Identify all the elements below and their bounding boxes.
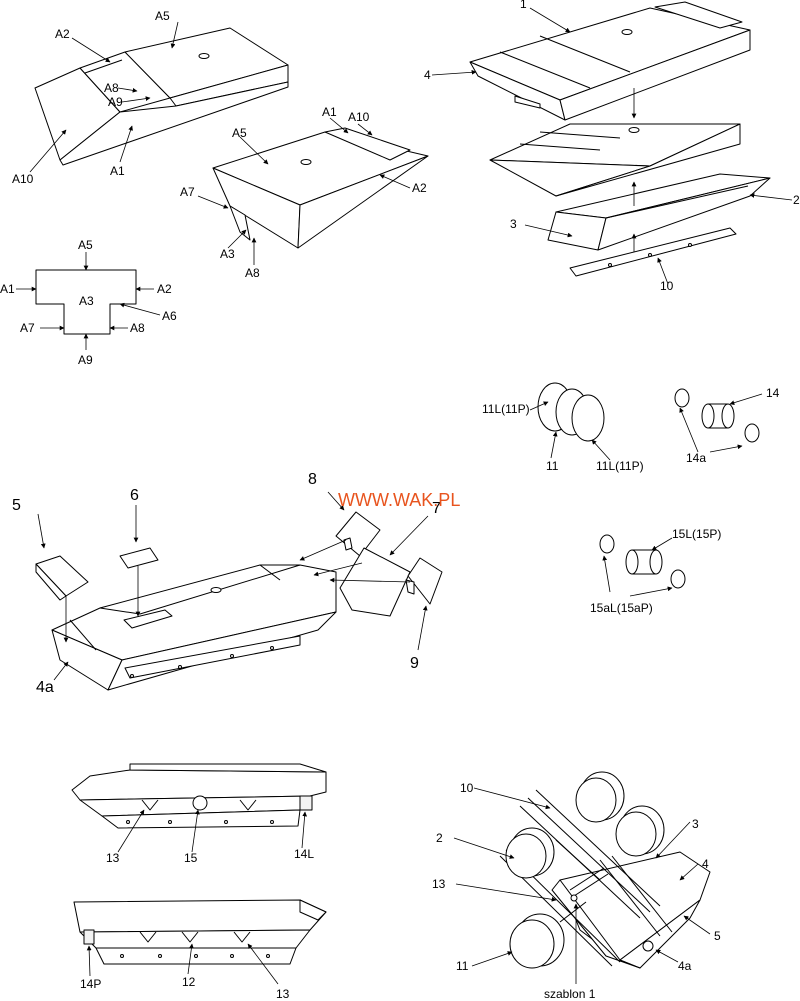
label-10: 10 — [660, 279, 674, 293]
label-A5: A5 — [155, 9, 170, 23]
roller-15: 15L(15P) 15aL(15aP) — [590, 527, 721, 615]
label-A5-template: A5 — [78, 238, 93, 252]
label-1: 1 — [520, 0, 527, 11]
label-7: 7 — [432, 500, 441, 517]
label-6: 6 — [130, 487, 139, 504]
watermark-text: WWW.WAK.PL — [338, 490, 460, 510]
label-A1-template: A1 — [0, 282, 15, 296]
label-A7-rear: A7 — [180, 185, 195, 199]
label-A3-template: A3 — [79, 294, 94, 308]
label-A5-rear: A5 — [232, 126, 247, 140]
label-A2-template: A2 — [157, 282, 172, 296]
label-3-underside: 3 — [692, 817, 699, 831]
label-14L: 14L — [294, 847, 314, 861]
label-12: 12 — [182, 975, 196, 989]
label-2-underside: 2 — [436, 831, 443, 845]
label-15L-15P: 15L(15P) — [672, 527, 721, 541]
label-szablon-1: szablon 1 — [544, 987, 596, 1001]
roller-14: 14 14a — [674, 386, 780, 465]
label-15aL-15aP: 15aL(15aP) — [590, 601, 653, 615]
label-8: 8 — [308, 471, 317, 488]
label-4a-underside: 4a — [678, 959, 692, 973]
label-5: 5 — [12, 497, 21, 514]
underside-assembly-view: 10 3 2 4 13 5 11 4a szablon 1 — [432, 771, 721, 1001]
label-A10-rear: A10 — [348, 110, 370, 124]
label-4-underside: 4 — [702, 857, 709, 871]
label-A6-template: A6 — [162, 309, 177, 323]
label-14: 14 — [766, 386, 780, 400]
label-A9-template: A9 — [78, 353, 93, 367]
label-3: 3 — [510, 217, 517, 231]
label-9: 9 — [410, 655, 419, 672]
label-A1: A1 — [110, 164, 125, 178]
hull-rear-part-view: A1 A10 A5 A7 A3 A8 A2 — [180, 105, 429, 280]
label-A3-rear: A3 — [220, 247, 235, 261]
mid-hull-assembly: 5 6 8 7 9 4a WWW.WAK.PL — [12, 471, 460, 696]
label-A8: A8 — [104, 81, 119, 95]
label-5-underside: 5 — [714, 929, 721, 943]
label-A7-template: A7 — [20, 321, 35, 335]
label-A2-rear: A2 — [412, 181, 427, 195]
label-A8-rear: A8 — [245, 266, 260, 280]
label-11-underside: 11 — [456, 959, 469, 973]
label-14P: 14P — [80, 977, 101, 991]
label-A10: A10 — [12, 172, 34, 186]
hull-front-part-view: A5 A2 A8 A9 A10 A1 — [12, 9, 289, 186]
label-A2: A2 — [55, 27, 70, 41]
label-11L-11P-b: 11L(11P) — [596, 459, 644, 473]
t-shape-template: A5 A1 A3 A2 A6 A7 A8 A9 — [0, 238, 177, 367]
label-A9: A9 — [108, 95, 123, 109]
label-11L-11P: 11L(11P) — [482, 402, 530, 416]
label-11: 11 — [546, 459, 559, 473]
label-15-left: 15 — [184, 851, 198, 865]
label-13-underside: 13 — [432, 877, 446, 891]
label-2: 2 — [793, 193, 800, 207]
label-10-underside: 10 — [460, 781, 474, 795]
label-A8-template: A8 — [130, 321, 145, 335]
exploded-hull-assembly: 1 4 3 2 10 — [424, 0, 800, 293]
left-side-view: 13 15 14L — [71, 763, 327, 865]
label-A1-rear: A1 — [322, 105, 337, 119]
right-side-view: 14P 12 13 — [73, 899, 327, 1001]
label-13-left: 13 — [106, 851, 120, 865]
wheel-set-11: 11L(11P) 11 11L(11P) — [482, 382, 644, 473]
label-14a: 14a — [686, 451, 706, 465]
label-4: 4 — [424, 68, 431, 82]
label-13-right: 13 — [276, 987, 290, 1001]
label-4a: 4a — [36, 679, 54, 696]
